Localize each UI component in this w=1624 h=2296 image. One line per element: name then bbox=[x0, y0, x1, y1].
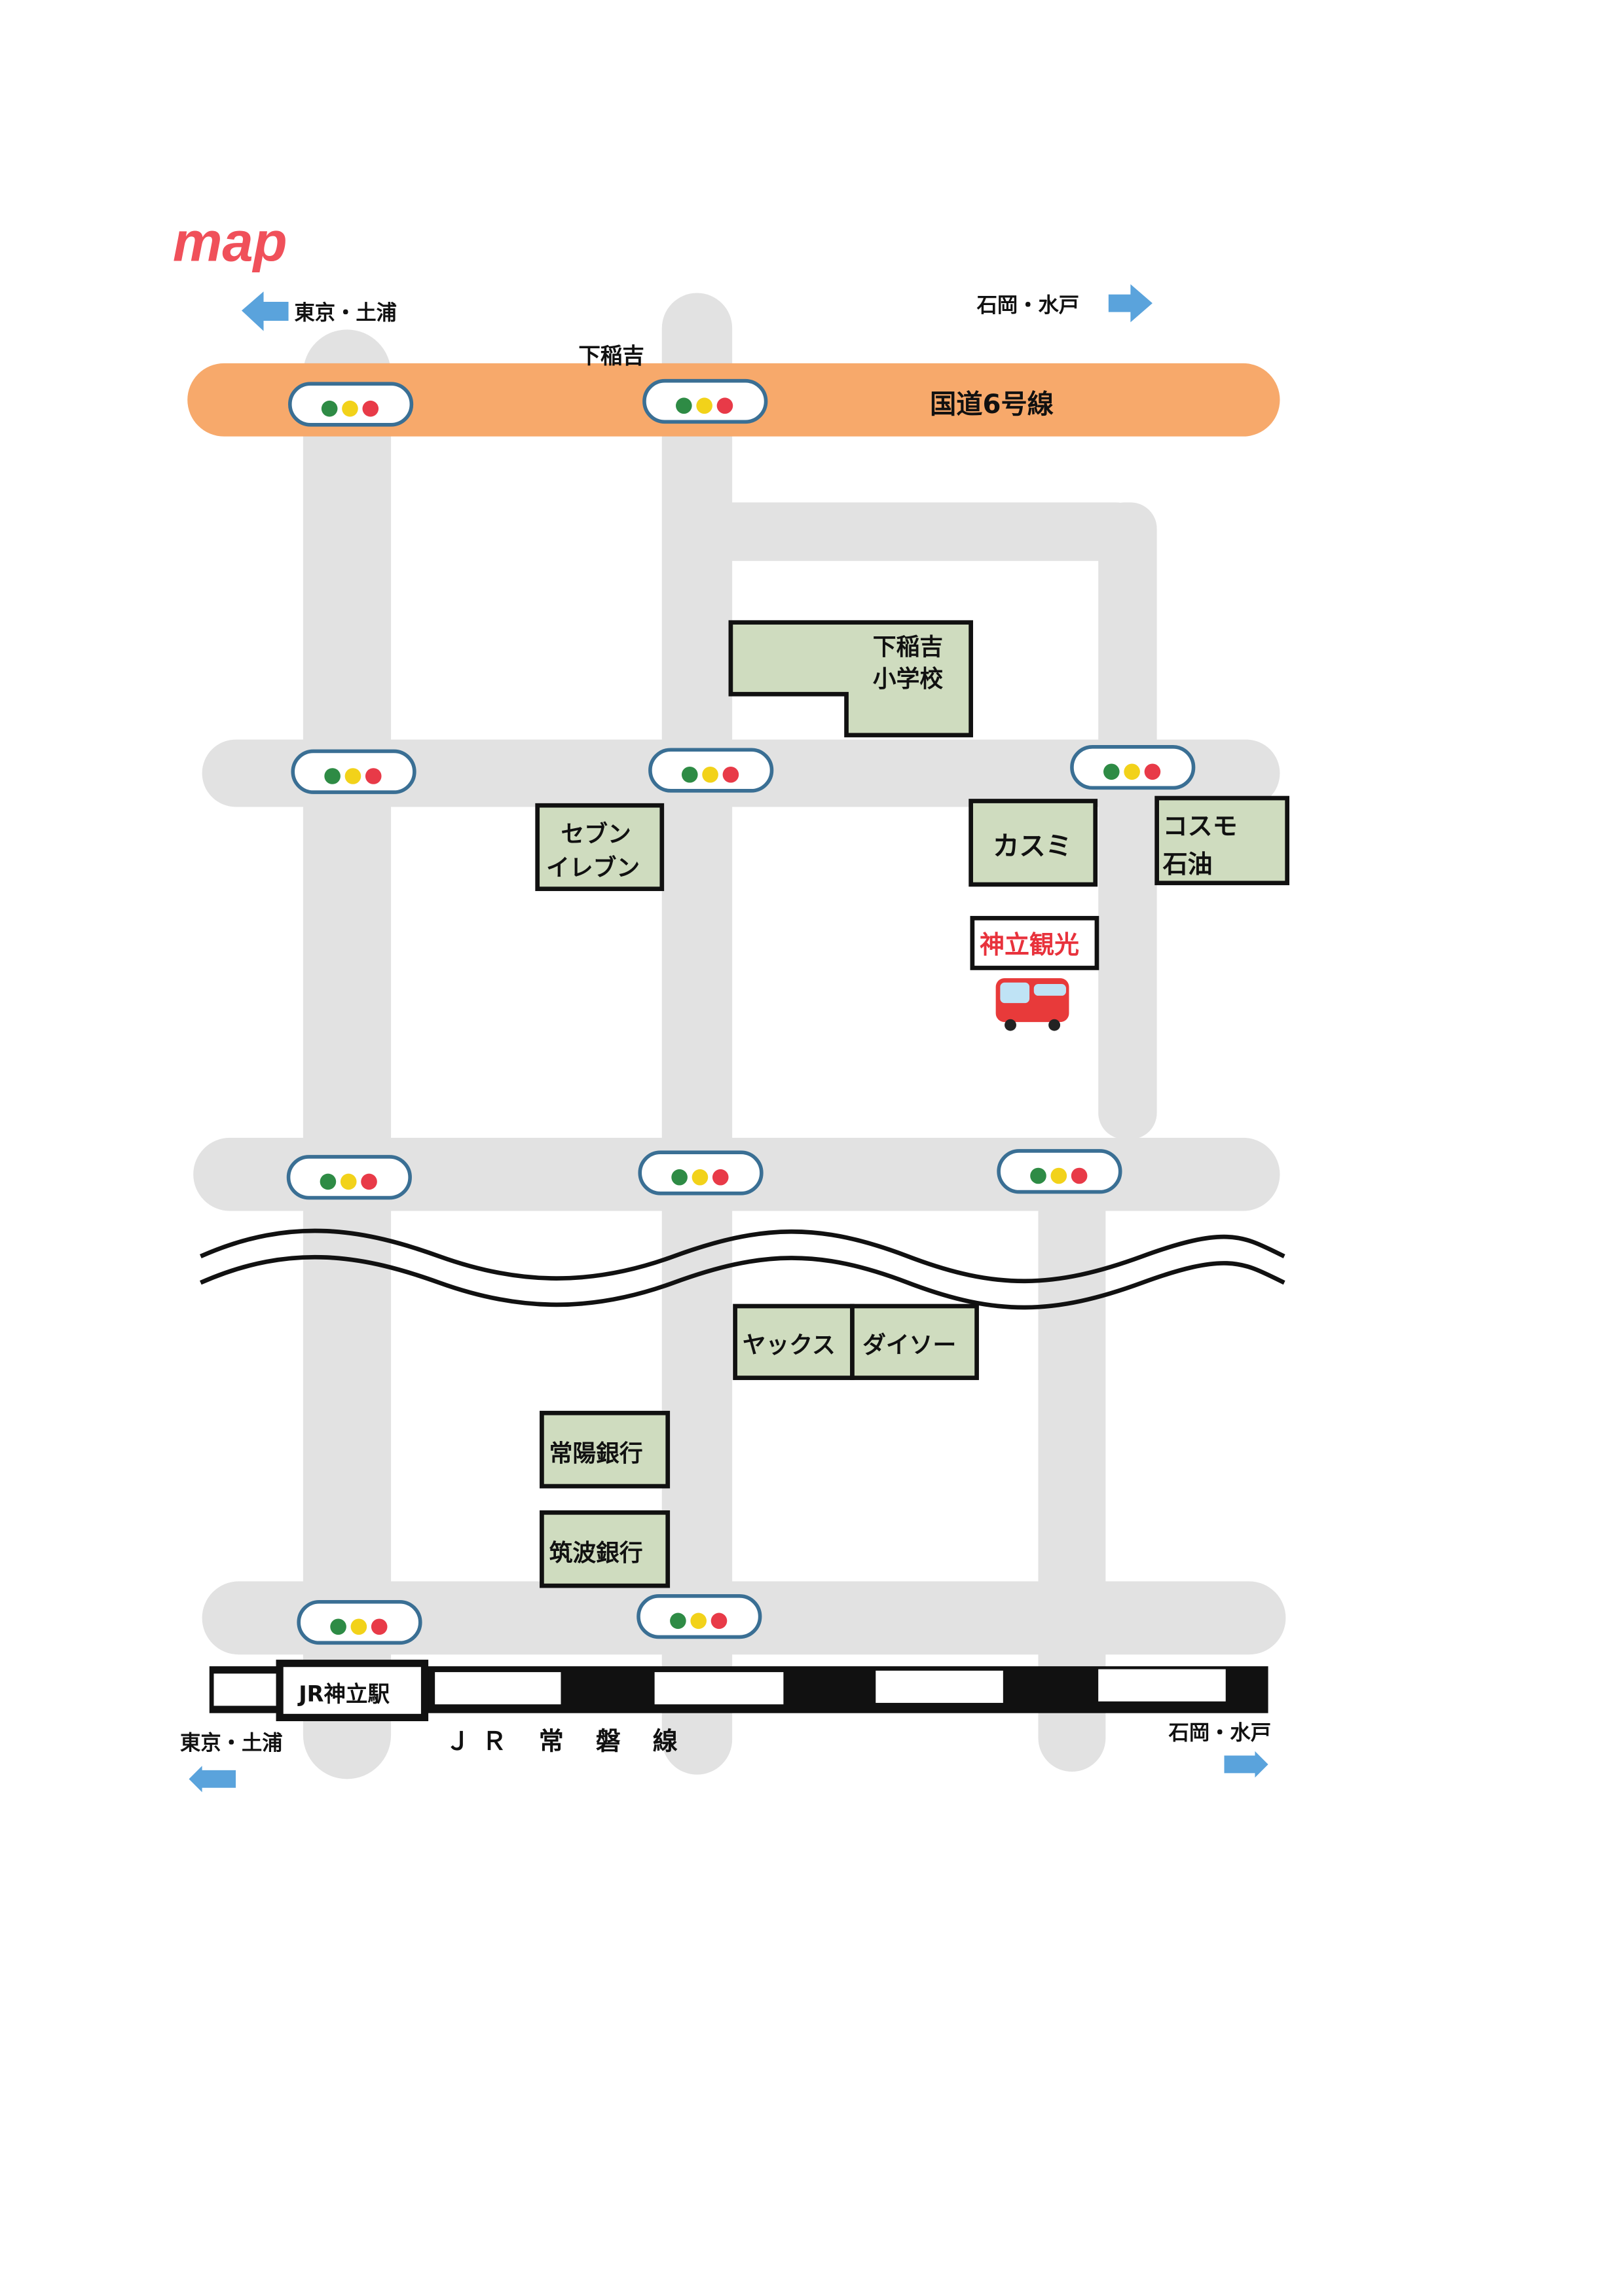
seven-eleven-building bbox=[535, 803, 665, 892]
traffic-signal-icon bbox=[648, 748, 774, 793]
traffic-signal-icon bbox=[1070, 744, 1196, 790]
joyo-bank-label: 常陽銀行 bbox=[549, 1440, 643, 1467]
traffic-signal-icon bbox=[642, 378, 768, 424]
bus-icon bbox=[995, 978, 1069, 1031]
cosmo-label-1: コスモ bbox=[1163, 812, 1238, 841]
road-vertical-1 bbox=[303, 329, 392, 1779]
school-label-1: 下稲吉 bbox=[873, 634, 943, 661]
direction-top-right: 石岡・水戸 bbox=[976, 294, 1080, 318]
railway-label: ＪＲ 常 磐 線 bbox=[445, 1727, 690, 1756]
tsukuba-bank-building bbox=[540, 1510, 671, 1588]
seven-eleven-label-1: セブン bbox=[561, 821, 631, 848]
shimoinayoshi-label: 下稲吉 bbox=[578, 343, 644, 369]
arrow-left-icon-bottom bbox=[189, 1766, 236, 1793]
direction-top-left: 東京・土浦 bbox=[294, 301, 396, 325]
road-connector bbox=[669, 502, 1145, 561]
map-title: map bbox=[173, 211, 287, 273]
kasumi-label: カスミ bbox=[993, 831, 1072, 862]
river bbox=[200, 1228, 1285, 1310]
direction-bottom-left: 東京・土浦 bbox=[180, 1731, 282, 1755]
traffic-signal-icon bbox=[997, 1149, 1122, 1194]
kasumi-building bbox=[969, 799, 1098, 887]
station-box bbox=[276, 1660, 429, 1721]
seven-eleven-label-2: イレブン bbox=[546, 855, 640, 882]
traffic-signal-icon bbox=[297, 1599, 422, 1645]
traffic-signal-icon bbox=[637, 1594, 762, 1639]
school-building bbox=[728, 620, 973, 738]
route6-label: 国道6号線 bbox=[930, 390, 1054, 420]
kandatsu-kanko-building bbox=[970, 916, 1099, 970]
cosmo-building bbox=[1154, 795, 1290, 886]
traffic-signal-icon bbox=[638, 1150, 764, 1195]
road-vertical-3 bbox=[1098, 502, 1157, 1140]
station-label: JR神立駅 bbox=[297, 1681, 390, 1707]
cosmo-label-2: 石油 bbox=[1163, 850, 1213, 879]
yax-label: ヤックス bbox=[743, 1332, 836, 1359]
traffic-signal-icon bbox=[286, 1155, 412, 1200]
traffic-signal-icon bbox=[291, 749, 416, 794]
traffic-signal-icon bbox=[287, 382, 414, 427]
arrow-right-icon-top bbox=[1108, 284, 1153, 323]
daiso-building bbox=[850, 1303, 979, 1380]
road-vertical-2 bbox=[661, 293, 733, 1775]
joyo-bank-building bbox=[540, 1410, 671, 1489]
yax-building bbox=[733, 1303, 855, 1380]
direction-bottom-right: 石岡・水戸 bbox=[1168, 1721, 1271, 1745]
daiso-label: ダイソー bbox=[862, 1332, 956, 1359]
kandatsu-kanko-label: 神立観光 bbox=[980, 930, 1079, 959]
arrow-right-icon-bottom bbox=[1224, 1751, 1268, 1778]
arrow-left-icon-top bbox=[241, 291, 289, 331]
school-label-2: 小学校 bbox=[873, 666, 944, 693]
tsukuba-bank-label: 筑波銀行 bbox=[549, 1540, 643, 1567]
